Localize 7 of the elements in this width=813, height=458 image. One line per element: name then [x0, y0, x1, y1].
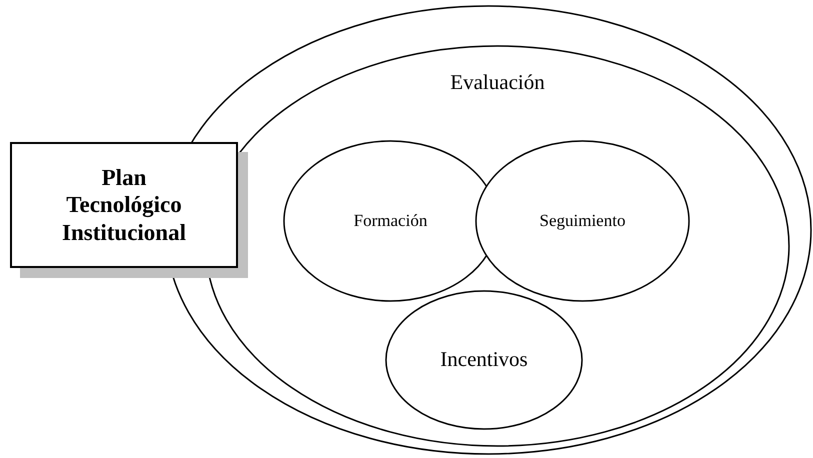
node-label: Plan Tecnológico Institucional: [61, 164, 187, 246]
ellipse: [385, 290, 583, 430]
node-label: Seguimiento: [538, 210, 626, 232]
ellipse: [475, 140, 690, 302]
node-label: Evaluación: [449, 70, 546, 95]
node-label: Incentivos: [439, 347, 529, 373]
node-label: Formación: [352, 210, 428, 232]
